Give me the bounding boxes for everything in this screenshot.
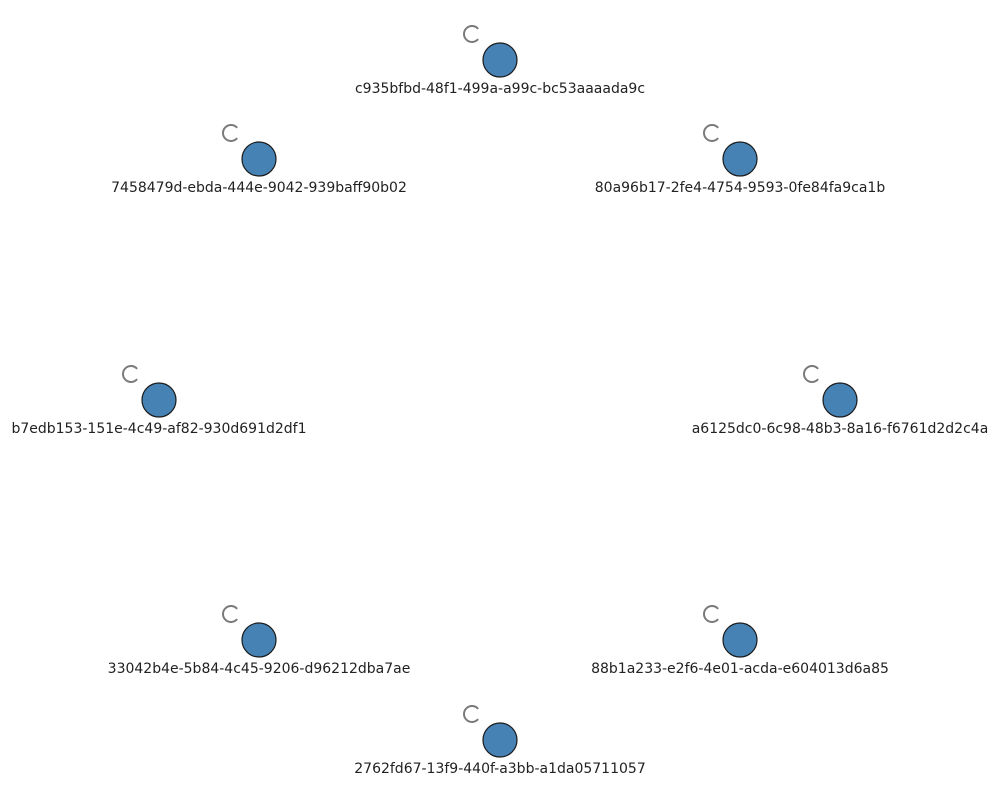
node-circle[interactable]	[141, 382, 177, 418]
self-loop-edge	[222, 605, 238, 623]
node-label: 7458479d-ebda-444e-9042-939baff90b02	[111, 180, 407, 196]
node-label: c935bfbd-48f1-499a-a99c-bc53aaaada9c	[355, 81, 645, 97]
graph-node[interactable]: 7458479d-ebda-444e-9042-939baff90b02	[111, 124, 407, 196]
graph-node[interactable]: 88b1a233-e2f6-4e01-acda-e604013d6a85	[591, 605, 889, 677]
node-circle[interactable]	[722, 141, 758, 177]
node-label: 2762fd67-13f9-440f-a3bb-a1da05711057	[354, 761, 645, 777]
node-label: b7edb153-151e-4c49-af82-930d691d2df1	[11, 421, 306, 437]
graph-node[interactable]: c935bfbd-48f1-499a-a99c-bc53aaaada9c	[355, 25, 645, 97]
node-circle[interactable]	[482, 722, 518, 758]
node-circle[interactable]	[722, 622, 758, 658]
self-loop-edge	[803, 365, 819, 383]
self-loop-edge	[703, 605, 719, 623]
graph-node[interactable]: 80a96b17-2fe4-4754-9593-0fe84fa9ca1b	[595, 124, 886, 196]
nodes-layer: c935bfbd-48f1-499a-a99c-bc53aaaada9c 7458…	[11, 25, 989, 777]
self-loop-edge	[463, 705, 479, 723]
graph-node[interactable]: 33042b4e-5b84-4c45-9206-d96212dba7ae	[108, 605, 411, 677]
graph-node[interactable]: 2762fd67-13f9-440f-a3bb-a1da05711057	[354, 705, 646, 777]
node-label: 33042b4e-5b84-4c45-9206-d96212dba7ae	[108, 661, 411, 677]
graph-node[interactable]: b7edb153-151e-4c49-af82-930d691d2df1	[11, 365, 307, 437]
self-loop-edge	[463, 25, 479, 43]
self-loop-edge	[222, 124, 238, 142]
node-circle[interactable]	[482, 42, 518, 78]
node-label: a6125dc0-6c98-48b3-8a16-f6761d2d2c4a	[692, 421, 989, 437]
graph-node[interactable]: a6125dc0-6c98-48b3-8a16-f6761d2d2c4a	[692, 365, 989, 437]
self-loop-edge	[703, 124, 719, 142]
self-loop-edge	[122, 365, 138, 383]
node-label: 80a96b17-2fe4-4754-9593-0fe84fa9ca1b	[595, 180, 886, 196]
node-circle[interactable]	[822, 382, 858, 418]
node-circle[interactable]	[241, 141, 277, 177]
node-label: 88b1a233-e2f6-4e01-acda-e604013d6a85	[591, 661, 889, 677]
node-circle[interactable]	[241, 622, 277, 658]
